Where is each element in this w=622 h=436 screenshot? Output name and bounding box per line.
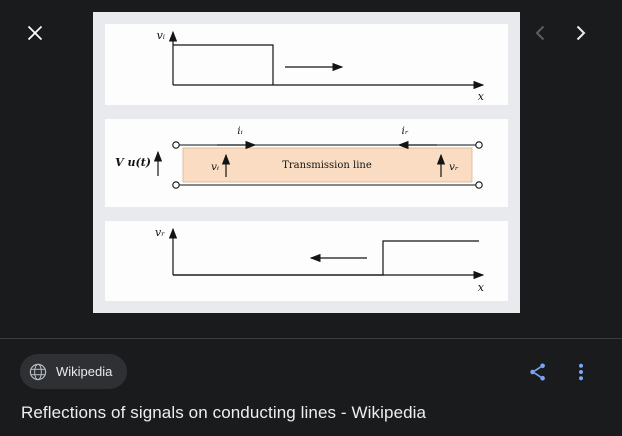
transmission-line-label: Transmission line [282,160,372,171]
transmission-line-box [182,147,473,183]
reflected-y-label: vᵣ [155,226,165,239]
divider [0,338,622,339]
share-button[interactable] [518,352,558,392]
globe-icon [29,363,47,380]
terminal-top-left [172,141,180,149]
more-options-button[interactable] [561,352,601,392]
reflected-voltage-label: vᵣ [449,161,459,173]
incident-step-waveform [173,44,274,85]
incident-voltage-label: vᵢ [211,161,219,173]
image-title: Reflections of signals on conducting lin… [21,403,427,422]
incident-wave-panel: vᵢ x [105,24,508,105]
incident-current-label: iᵢ [237,125,242,137]
next-image-button[interactable] [564,17,596,49]
terminal-top-right [475,141,483,149]
incident-x-label: x [478,90,485,103]
source-label: V u(t) [115,156,151,169]
reflected-wave-panel: vᵣ x [105,221,508,301]
close-icon [27,25,43,41]
source-badge[interactable]: Wikipedia [20,354,128,389]
terminal-bottom-right [475,181,483,189]
incident-y-label: vᵢ [157,29,165,42]
share-icon [530,363,545,381]
reflected-current-label: iᵣ [401,125,408,137]
reflected-step-waveform [173,240,479,276]
more-vert-icon [579,363,583,381]
source-badge-label: Wikipedia [56,364,113,379]
transmission-line-panel: V u(t) iᵢ iᵣ vᵢ vᵣ Transmission line [105,119,508,207]
prev-image-button[interactable] [525,17,557,49]
reflected-x-label: x [478,281,485,294]
terminal-bottom-left [172,181,180,189]
figure-image[interactable]: vᵢ x V u(t) [93,12,520,313]
chevron-left-icon [535,25,545,41]
close-button[interactable] [20,18,50,48]
chevron-right-icon [576,25,586,41]
